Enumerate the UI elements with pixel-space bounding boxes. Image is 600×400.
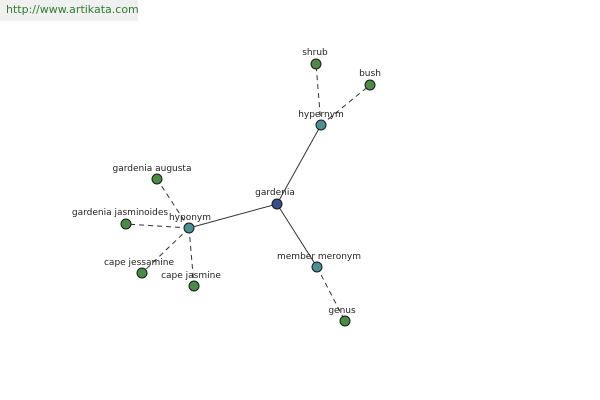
node-gardenia-augusta-label: gardenia augusta: [113, 164, 192, 174]
node-hypernym-label: hypernym: [298, 110, 344, 120]
edge-gardenia-member-meronym: [276, 203, 318, 268]
node-shrub-circle[interactable]: [310, 58, 322, 70]
node-gardenia-jasminoides-label: gardenia jasminoides: [72, 208, 169, 218]
node-cape-jessamine-label: cape jessamine: [104, 258, 174, 268]
node-bush-circle[interactable]: [364, 79, 376, 91]
node-cape-jasmine-label: cape jasmine: [161, 271, 221, 281]
node-member-meronym[interactable]: member meronym: [277, 252, 361, 273]
edge-hypernym-shrub: [315, 63, 322, 126]
node-genus-label: genus: [328, 306, 356, 316]
edge-hyponym-cape-jessamine: [141, 227, 190, 274]
node-cape-jessamine[interactable]: cape jessamine: [104, 258, 174, 279]
node-cape-jasmine[interactable]: cape jasmine: [161, 271, 221, 292]
edge-hypernym-bush: [320, 84, 371, 126]
node-shrub[interactable]: shrub: [302, 48, 328, 70]
node-gardenia-jasminoides-circle[interactable]: [120, 218, 132, 230]
node-hyponym-circle[interactable]: [183, 222, 195, 234]
edge-gardenia-hypernym: [276, 124, 322, 205]
node-member-meronym-label: member meronym: [277, 252, 361, 262]
edge-gardenia-hyponym: [188, 203, 278, 229]
node-genus-circle[interactable]: [339, 315, 351, 327]
edge-hyponym-gardenia-augusta: [156, 178, 190, 229]
node-bush-label: bush: [359, 69, 381, 79]
node-hypernym[interactable]: hypernym: [298, 110, 344, 131]
node-hyponym[interactable]: hyponym: [169, 213, 211, 234]
node-gardenia[interactable]: gardenia: [255, 188, 295, 210]
edge-member-meronym-genus: [316, 266, 346, 322]
node-gardenia-augusta[interactable]: gardenia augusta: [113, 164, 192, 185]
nodes-layer: gardenia hypernym hyponym member meronym shr…: [72, 48, 381, 327]
edges-layer: [125, 63, 371, 322]
source-url-banner[interactable]: http://www.artikata.com: [0, 0, 139, 21]
node-shrub-label: shrub: [302, 48, 328, 58]
node-gardenia-augusta-circle[interactable]: [151, 173, 163, 185]
edge-hyponym-gardenia-jasminoides: [125, 223, 190, 229]
node-hypernym-circle[interactable]: [315, 119, 327, 131]
node-gardenia-jasminoides[interactable]: gardenia jasminoides: [72, 208, 169, 230]
node-genus[interactable]: genus: [328, 306, 356, 327]
edge-hyponym-cape-jasmine: [188, 227, 195, 287]
node-bush[interactable]: bush: [359, 69, 381, 91]
node-gardenia-circle[interactable]: [271, 198, 283, 210]
node-hyponym-label: hyponym: [169, 213, 211, 223]
node-cape-jasmine-circle[interactable]: [188, 280, 200, 292]
node-member-meronym-circle[interactable]: [311, 261, 323, 273]
node-cape-jessamine-circle[interactable]: [136, 267, 148, 279]
node-gardenia-label: gardenia: [255, 188, 295, 198]
